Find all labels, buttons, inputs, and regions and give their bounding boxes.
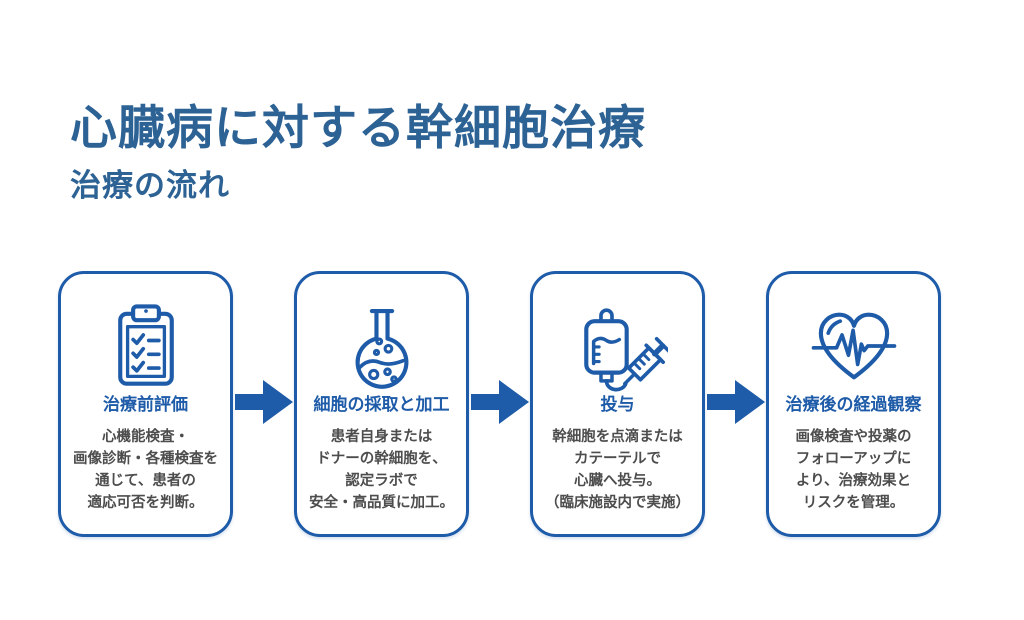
step-card-cell-collection-processing: 細胞の採取と加工 患者自身または ドナーの幹細胞を、 認定ラボで 安全・高品質に… (294, 271, 469, 537)
step-title: 投与 (600, 395, 635, 414)
page-title: 心臓病に対する幹細胞治療 (70, 101, 646, 154)
step-description: 幹細胞を点滴または カテーテルで 心臓へ投与。 （臨床施設内で実施） (545, 429, 690, 512)
step-card-pretreatment-evaluation: 治療前評価 心機能検査・ 画像診断・各種検査を 通じて、患者の 適応可否を判断。 (58, 271, 233, 537)
slide-header: 心臓病に対する幹細胞治療 治療の流れ (70, 100, 646, 205)
flow-arrow-cell (705, 271, 766, 424)
arrow-right-icon (470, 380, 529, 424)
page-subtitle: 治療の流れ (70, 168, 230, 204)
flask-icon (355, 308, 408, 389)
clipboard-checklist-icon (117, 304, 174, 386)
step-description: 画像検査や投薬の フォローアップに より、治療効果と リスクを管理。 (795, 429, 912, 512)
iv-drip-syringe-icon (584, 308, 668, 392)
step-description: 心機能検査・ 画像診断・各種検査を 通じて、患者の 適応可否を判断。 (73, 429, 218, 512)
step-title: 治療前評価 (103, 395, 188, 414)
treatment-flow: 治療前評価 心機能検査・ 画像診断・各種検査を 通じて、患者の 適応可否を判断。… (58, 271, 941, 537)
step-card-followup-observation: 治療後の経過観察 画像検査や投薬の フォローアップに より、治療効果と リスクを… (766, 271, 941, 537)
heart-pulse-icon (811, 312, 896, 380)
arrow-right-icon (706, 380, 765, 424)
flow-arrow-cell (233, 271, 294, 424)
step-title: 治療後の経過観察 (785, 395, 922, 414)
step-description: 患者自身または ドナーの幹細胞を、 認定ラボで 安全・高品質に加工。 (309, 429, 454, 512)
flow-arrow-cell (469, 271, 530, 424)
step-title: 細胞の採取と加工 (313, 395, 450, 414)
arrow-right-icon (234, 380, 293, 424)
step-card-administration: 投与 幹細胞を点滴または カテーテルで 心臓へ投与。 （臨床施設内で実施） (530, 271, 705, 537)
